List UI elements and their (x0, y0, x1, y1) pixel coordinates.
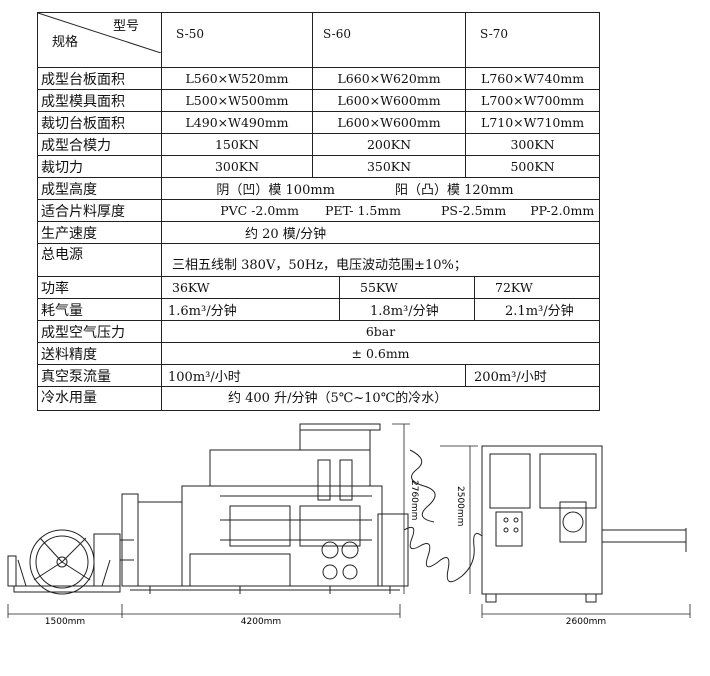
cell-cooling-water: 约 400 升/分钟（5℃~10℃的冷水） (160, 386, 601, 411)
row-label: 冷水用量 (37, 386, 162, 411)
thickness-pet: PET- 1.5mm (324, 203, 402, 218)
row-label: 功率 (37, 276, 162, 299)
thickness-pp: PP-2.0mm (530, 203, 595, 218)
row-label: 成型合模力 (37, 133, 162, 156)
cell-s50: L560×W520mm (160, 67, 314, 90)
row-label: 成型空气压力 (37, 320, 162, 343)
row-forming-mold: 成型模具面积 L500×W500mm L600×W600mm L700×W700… (37, 89, 601, 112)
dimension-unwinder-length: 1500mm (45, 617, 85, 627)
cell-s70: 200m³/小时 (465, 364, 601, 387)
header-corner-cell: 型号 规格 (37, 12, 162, 68)
row-label: 总电源 (37, 243, 162, 277)
cell-sheet-thickness: PVC -2.0mm PET- 1.5mm PS-2.5mm PP-2.0mm (160, 199, 601, 222)
row-feed-precision: 送料精度 ± 0.6mm (37, 342, 601, 365)
row-power-supply: 总电源 三相五线制 380V，50Hz，电压波动范围±10%； (37, 243, 601, 277)
spec-table: 型号 规格 S-50 S-60 S-70 成型台板面积 L560×W520mm … (37, 12, 601, 411)
row-vacuum-flow: 真空泵流量 100m³/小时 200m³/小时 (37, 364, 601, 387)
machine-drawing: 1500mm 4200mm 2600mm 2760mm 2500mm (7, 423, 691, 627)
row-forming-plate: 成型台板面积 L560×W520mm L660×W620mm L760×W740… (37, 67, 601, 90)
cell-s50: 36KW (160, 276, 341, 299)
cell-s70: L700×W700mm (465, 89, 601, 112)
row-label: 耗气量 (37, 298, 162, 321)
cell-forming-height: 阴（凹）模 100mm 阳（凸）模 120mm (160, 177, 601, 200)
row-speed: 生产速度 约 20 模/分钟 (37, 221, 601, 244)
dimension-lines (7, 423, 691, 618)
cell-air-pressure: 6bar (160, 320, 601, 343)
forming-machine (121, 423, 409, 594)
row-forming-height: 成型高度 阴（凹）模 100mm 阳（凸）模 120mm (37, 177, 601, 200)
cell-s60: 1.8m³/分钟 (339, 298, 476, 321)
cell-s60: L600×W600mm (312, 89, 467, 112)
header-model-s60: S-60 (312, 12, 467, 68)
cell-s70: 300KN (465, 133, 601, 156)
thickness-ps: PS-2.5mm (441, 203, 507, 218)
header-diagonal (38, 13, 161, 53)
cell-s70: L710×W710mm (465, 111, 601, 134)
cell-s70: 72KW (474, 276, 601, 299)
cell-feed-precision: ± 0.6mm (160, 342, 601, 365)
header-model-s50: S-50 (160, 12, 314, 68)
cell-s50: 150KN (160, 133, 314, 156)
dimension-side-height: 2500mm (455, 486, 465, 526)
cell-s50-s60: 100m³/小时 (160, 364, 467, 387)
row-air-pressure: 成型空气压力 6bar (37, 320, 601, 343)
row-label: 成型高度 (37, 177, 162, 200)
stacking-machine (481, 445, 687, 603)
cell-s60: L600×W600mm (312, 111, 467, 134)
header-spec-label: 规格 (52, 35, 79, 50)
cell-s70: 500KN (465, 155, 601, 178)
cell-s50: 300KN (160, 155, 314, 178)
row-label: 裁切力 (37, 155, 162, 178)
cell-s50: 1.6m³/分钟 (160, 298, 341, 321)
dimension-main-height: 2760mm (409, 480, 419, 520)
cell-power-supply: 三相五线制 380V，50Hz，电压波动范围±10%； (160, 243, 601, 277)
connecting-hose (403, 526, 483, 583)
unwinder-stand (7, 529, 134, 595)
cell-s50: L500×W500mm (160, 89, 314, 112)
row-forming-force: 成型合模力 150KN 200KN 300KN (37, 133, 601, 156)
cell-s70: L760×W740mm (465, 67, 601, 90)
row-cutting-plate: 裁切台板面积 L490×W490mm L600×W600mm L710×W710… (37, 111, 601, 134)
row-label: 成型台板面积 (37, 67, 162, 90)
male-mold-height: 阳（凸）模 120mm (394, 183, 514, 198)
row-sheet-thickness: 适合片料厚度 PVC -2.0mm PET- 1.5mm PS-2.5mm PP… (37, 199, 601, 222)
cell-s60: 200KN (312, 133, 467, 156)
cell-s60: L660×W620mm (312, 67, 467, 90)
cell-s60: 350KN (312, 155, 467, 178)
row-label: 真空泵流量 (37, 364, 162, 387)
thickness-pvc: PVC -2.0mm (220, 203, 299, 218)
dimension-side-length: 2600mm (566, 617, 606, 627)
cell-s50: L490×W490mm (160, 111, 314, 134)
header-model-s70: S-70 (465, 12, 601, 68)
cell-s70: 2.1m³/分钟 (474, 298, 601, 321)
row-label: 裁切台板面积 (37, 111, 162, 134)
table-header-row: 型号 规格 S-50 S-60 S-70 (37, 12, 601, 68)
row-label: 生产速度 (37, 221, 162, 244)
row-label: 适合片料厚度 (37, 199, 162, 222)
row-power: 功率 36KW 55KW 72KW (37, 276, 601, 299)
row-cutting-force: 裁切力 300KN 350KN 500KN (37, 155, 601, 178)
row-air-consumption: 耗气量 1.6m³/分钟 1.8m³/分钟 2.1m³/分钟 (37, 298, 601, 321)
dimension-main-length: 4200mm (241, 617, 281, 627)
cell-speed: 约 20 模/分钟 (160, 221, 601, 244)
row-cooling-water: 冷水用量 约 400 升/分钟（5℃~10℃的冷水） (37, 386, 601, 411)
row-label: 成型模具面积 (37, 89, 162, 112)
row-label: 送料精度 (37, 342, 162, 365)
header-model-label: 型号 (112, 19, 139, 34)
cell-s60: 55KW (339, 276, 476, 299)
female-mold-height: 阴（凹）模 100mm (216, 183, 335, 198)
